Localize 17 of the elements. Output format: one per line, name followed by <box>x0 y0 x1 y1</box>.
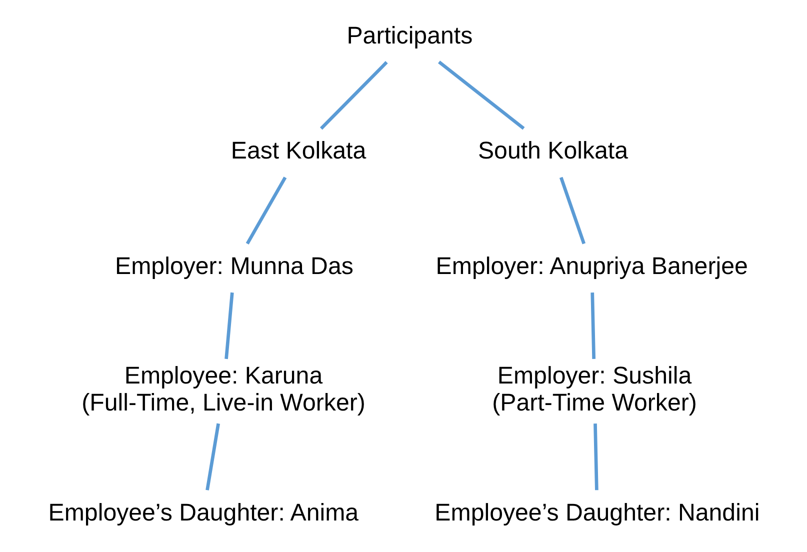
connector <box>438 60 524 130</box>
connector <box>593 424 598 490</box>
connector <box>205 423 220 490</box>
connector <box>319 61 388 130</box>
node-text: Employer: Munna Das <box>114 252 353 280</box>
node-text: South Kolkata <box>477 138 628 165</box>
connector <box>224 292 234 360</box>
node-text: Employee: Karuna (Full-Time, Live-in Worker) <box>81 362 365 416</box>
node-text: East Kolkata <box>230 138 366 165</box>
node-text: Employee’s Daughter: Anima <box>48 499 358 526</box>
node-text: Employer: Anupriya Banerjee <box>435 252 748 280</box>
node-text: Employer: Sushila (Part-Time Worker) <box>492 362 696 416</box>
node-text: Participants <box>346 22 472 50</box>
connector <box>558 176 586 244</box>
connector <box>590 292 596 359</box>
node-text: Employee’s Daughter: Nandini <box>434 499 760 526</box>
connector <box>245 176 286 245</box>
